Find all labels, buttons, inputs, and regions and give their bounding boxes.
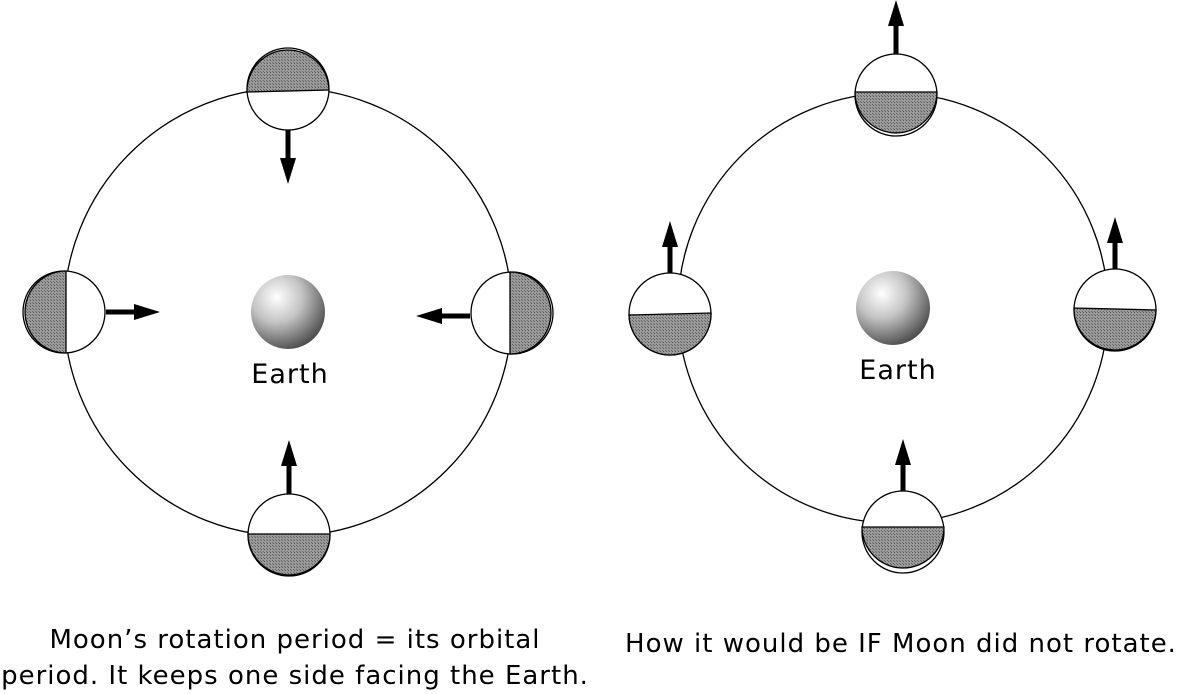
earth [251, 275, 325, 349]
arrow-up-icon [281, 440, 297, 494]
moon-top [246, 47, 330, 131]
caption-line: Moon’s rotation period = its orbital [49, 625, 541, 655]
caption-line: period. It keeps one side facing the Ear… [1, 661, 589, 691]
moon-bottom [861, 490, 945, 574]
moon-left [22, 270, 106, 354]
right-panel-no-rotation: Earth [628, 0, 1157, 574]
moon-right [470, 271, 554, 355]
arrow-up-icon [888, 0, 904, 54]
left-panel-synchronous-rotation: Earth [22, 47, 554, 577]
arrow-up-icon [895, 439, 911, 491]
caption-synchronous-rotation: Moon’s rotation period = its orbital per… [0, 622, 590, 694]
caption-no-rotation: How it would be IF Moon did not rotate. [625, 629, 1177, 659]
arrow-left-icon [416, 308, 470, 324]
arrow-up-icon [1107, 217, 1123, 269]
arrow-right-icon [106, 304, 160, 320]
moon-top [854, 53, 938, 137]
moon-left [628, 272, 712, 356]
earth [856, 271, 930, 345]
earth-label: Earth [859, 355, 936, 386]
earth-label: Earth [251, 359, 328, 390]
moon-bottom [247, 493, 331, 577]
moon-right [1073, 268, 1157, 352]
arrow-down-icon [280, 130, 296, 184]
arrow-up-icon [662, 221, 678, 273]
